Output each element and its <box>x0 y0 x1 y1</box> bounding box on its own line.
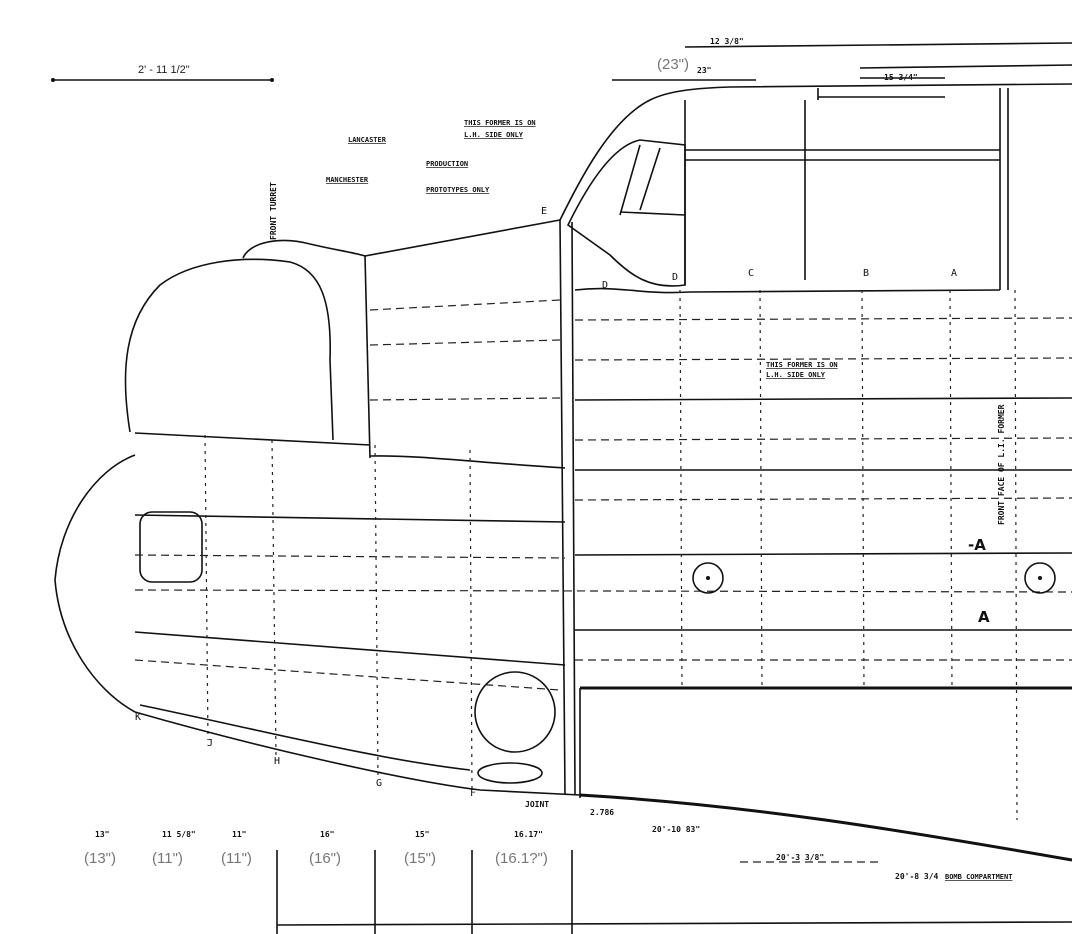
station-D2: D <box>672 272 678 283</box>
joint-dim: 2.786 <box>590 808 614 817</box>
right-dim: 15 3/4" <box>884 73 918 82</box>
station-B: B <box>863 268 869 279</box>
bottom-dim-orig: 13" <box>95 830 109 839</box>
bottom-dim-annotation: (16.1?") <box>495 850 548 867</box>
bottom-dimensions: 13" 11 5/8" 11" 16" 15" 16.17" (13") (11… <box>84 800 1072 934</box>
station-C: C <box>748 268 754 279</box>
overall-dimension-label: 2' - 11 1/2" <box>138 64 190 76</box>
upper-dim: 12 3/8" <box>710 37 744 46</box>
note-manchester: MANCHESTER <box>326 176 369 184</box>
former-note-2b: L.H. SIDE ONLY <box>766 371 826 379</box>
note-prototypes: PROTOTYPES ONLY <box>426 186 490 194</box>
bottom-dim-annotation: (11") <box>221 850 252 867</box>
canopy-annotation: (23") <box>657 56 689 73</box>
bottom-dim-annotation: (16") <box>309 850 341 867</box>
station-G: G <box>376 778 382 789</box>
dim-1: 20'-10 83" <box>652 825 700 834</box>
former-note-1a: THIS FORMER IS ON <box>464 119 536 127</box>
bottom-dim-orig: 11 5/8" <box>162 830 196 839</box>
bottom-dim-annotation: (13") <box>84 850 116 867</box>
front-face-note: FRONT FACE OF L.I. FORMER <box>997 404 1006 525</box>
station-K: K <box>135 712 141 723</box>
bottom-dim-annotation: (15") <box>404 850 436 867</box>
dim-2: 20'-3 3/8" <box>776 853 824 862</box>
bottom-dim-orig: 11" <box>232 830 246 839</box>
canopy-dim: 23" <box>697 66 711 75</box>
station-J: J <box>207 738 213 749</box>
canopy <box>559 83 1072 294</box>
station-letters: E D D C B A K J H G F -A A <box>135 206 990 799</box>
front-turret-note: FRONT TURRET <box>269 182 278 240</box>
bottom-dim-orig: 15" <box>415 830 429 839</box>
bottom-dim-annotation: (11") <box>152 850 183 867</box>
station-D: D <box>602 280 608 291</box>
former-note-1b: L.H. SIDE ONLY <box>464 131 524 139</box>
former-note-2a: THIS FORMER IS ON <box>766 361 838 369</box>
joint-note: JOINT <box>525 800 549 809</box>
note-lancaster: LANCASTER <box>348 136 387 144</box>
dim-3: 20'-8 3/4 <box>895 872 939 881</box>
canopy-dimensions: (23") 23" 12 3/8" 15 3/4" <box>612 37 1072 82</box>
bomb-compartment-note: BOMB COMPARTMENT <box>945 873 1012 881</box>
model-notes: LANCASTER MANCHESTER PRODUCTION PROTOTYP… <box>269 119 1006 525</box>
bottom-dim-orig: 16" <box>320 830 334 839</box>
section-mark-a2: A <box>978 608 990 626</box>
station-A: A <box>951 268 957 279</box>
station-F: F <box>470 788 476 799</box>
nose-outline <box>54 239 566 784</box>
bottom-dim-orig: 16.17" <box>514 830 543 839</box>
note-production: PRODUCTION <box>426 160 468 168</box>
fuselage-structure <box>134 219 1072 821</box>
overall-dimension: 2' - 11 1/2" <box>51 64 274 82</box>
section-mark-a1: -A <box>968 536 986 554</box>
station-E: E <box>541 206 547 217</box>
station-H: H <box>274 756 280 767</box>
lower-fuselage <box>134 686 1072 862</box>
